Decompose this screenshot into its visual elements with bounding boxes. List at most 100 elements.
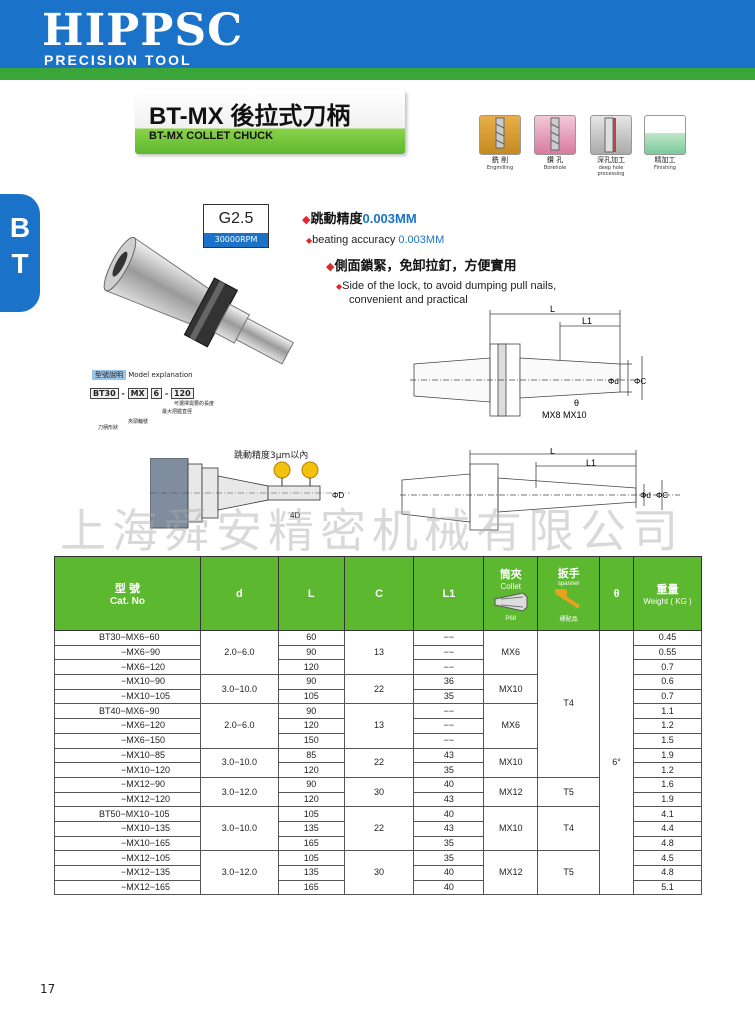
model-explanation-title: 型號說明 Model explanation — [92, 370, 193, 380]
feature-side-lock: ◆側面鎖緊，免卸拉釘，方便實用 — [326, 255, 516, 275]
page-subtitle: BT-MX COLLET CHUCK — [149, 130, 274, 142]
feature-side-lock-en-line2: convenient and practical — [349, 294, 468, 306]
feature-accuracy: ◆跳動精度0.003MM — [302, 208, 417, 228]
cell-cat: −MX10−120 — [54, 762, 201, 778]
header-cat-en: Cat. No — [109, 596, 145, 607]
cell-cat: −MX10−105 — [54, 688, 201, 705]
cell-collet: MX6 — [483, 703, 539, 749]
technical-drawing-bottom: L L1 Φd ΦC — [400, 448, 680, 531]
header-spanner-en: spanner — [557, 580, 580, 587]
collet-chuck-product-image — [103, 236, 295, 365]
cell-collet: MX10 — [483, 806, 539, 852]
header-weight-en: Weight ( KG ) — [643, 597, 692, 606]
dim-label-l: L — [550, 304, 555, 314]
cell-l1: 35 — [413, 850, 485, 866]
cell-cat: BT40−MX6−90 — [54, 703, 201, 720]
brand-subtitle: PRECISION TOOL — [44, 52, 192, 68]
process-finishing: 精加工 Finishing — [644, 115, 686, 171]
cell-d: 3.0−12.0 — [199, 850, 279, 896]
cell-l1: 35 — [413, 688, 485, 705]
cell-l1: −− — [413, 644, 485, 661]
cell-weight: 4.4 — [633, 820, 702, 837]
cell-cat: −MX10−135 — [54, 820, 201, 837]
cell-weight: 0.7 — [633, 659, 702, 676]
process-label-en: Engmilling — [486, 165, 514, 171]
header-collet: 筒夾 Collet P68 — [483, 556, 539, 631]
cell-l1: 36 — [413, 674, 485, 690]
process-deep-hole: 深孔加工 deep hole processing — [590, 115, 632, 177]
cell-cat: −MX10−165 — [54, 835, 201, 852]
cell-l: 135 — [277, 865, 345, 881]
process-label-en: deep hole processing — [597, 165, 625, 177]
cell-weight: 1.5 — [633, 732, 702, 749]
dim-label-d: Φd — [608, 377, 619, 386]
cell-d: 2.0−6.0 — [199, 703, 279, 749]
diamond-bullet-icon: ◆ — [336, 282, 343, 291]
model-title-cn: 型號說明 — [92, 370, 126, 380]
feature-side-lock-en: ◆Side of the lock, to avoid dumping pull… — [336, 276, 556, 294]
balance-grade-box: G2.5 30000RPM — [203, 204, 269, 248]
cell-cat: −MX10−85 — [54, 747, 201, 764]
feature-accuracy-en-text: beating accuracy — [312, 234, 399, 246]
header-d: d — [199, 556, 279, 631]
side-tab-letter-b: B — [9, 212, 31, 243]
cell-weight: 0.45 — [633, 630, 702, 646]
cell-cat: −MX12−90 — [54, 776, 201, 793]
cell-l1: −− — [413, 718, 485, 734]
cell-l1: 40 — [413, 865, 485, 881]
cell-cat: BT50−MX10−105 — [54, 806, 201, 822]
cell-weight: 1.6 — [633, 776, 702, 793]
model-code-collet: MX — [127, 388, 148, 399]
collet-icon — [494, 591, 528, 612]
cell-l: 120 — [277, 659, 345, 676]
header-l1: L1 — [413, 556, 485, 631]
title-banner: BT-MX 後拉式刀柄 BT-MX COLLET CHUCK — [135, 90, 405, 154]
cell-c: 22 — [343, 674, 415, 705]
side-tab-letter-t: T — [11, 248, 29, 279]
cell-cat: −MX6−120 — [54, 659, 201, 676]
model-note-shank: 刀柄形狀 — [98, 425, 119, 431]
cell-cat: −MX12−105 — [54, 850, 201, 866]
header-spanner: 扳手 spanner 標配品 — [537, 556, 601, 631]
cell-l1: −− — [413, 732, 485, 749]
model-note-max-diameter: 最大把握直徑 — [162, 409, 193, 415]
cell-collet: MX12 — [483, 850, 539, 896]
process-label-cn: 深孔加工 — [597, 156, 625, 164]
process-label-cn: 銑 削 — [491, 156, 509, 164]
feature-accuracy-en: ◆beating accuracy 0.003MM — [306, 230, 444, 248]
cell-cat: −MX12−165 — [54, 879, 201, 896]
borehole-icon — [534, 115, 576, 155]
model-code-length: 120 — [170, 388, 194, 399]
table-row: BT50−MX10−105 3.0−10.0 105 22 40 MX10 T4… — [54, 806, 702, 852]
header-cat-cn: 型 號 — [114, 583, 140, 595]
cell-weight: 4.8 — [633, 835, 702, 852]
model-code: BT30 - MX 6 - 120 — [90, 388, 194, 399]
table-row: −MX12−90 3.0−12.0 90 30 40 MX12 T5 1.6 — [54, 776, 702, 808]
cell-c: 22 — [343, 806, 415, 852]
cell-l1: 40 — [413, 879, 485, 896]
page-number: 17 — [40, 982, 56, 996]
model-code-shank: BT30 — [90, 388, 119, 399]
table-row: BT30−MX6−60 2.0−6.0 60 13 −− MX6 T4 6° 0… — [54, 629, 702, 896]
cell-c: 22 — [343, 747, 415, 778]
cell-l1: 43 — [413, 791, 485, 808]
cell-l: 135 — [277, 820, 345, 837]
cell-c: 13 — [343, 703, 415, 749]
cell-cat: BT30−MX6−60 — [54, 630, 201, 646]
cell-l: 90 — [277, 644, 345, 661]
cell-weight: 1.1 — [633, 703, 702, 720]
process-label-cn: 鑽 孔 — [546, 156, 564, 164]
cell-cat: −MX6−150 — [54, 732, 201, 749]
dim-label-c: ΦC — [656, 491, 668, 500]
cell-l1: 40 — [413, 776, 485, 793]
table-row: −MX6−120 120 −− 0.7 — [54, 659, 702, 676]
runout-test-drawing: 4D ΦD — [150, 458, 350, 529]
spanner-icon — [554, 588, 580, 609]
dim-label-theta: θ — [574, 398, 579, 408]
cell-l: 120 — [277, 762, 345, 778]
header-theta: θ — [599, 556, 635, 631]
header-weight-cn: 重量 — [656, 584, 679, 596]
model-code-diameter: 6 — [150, 388, 163, 399]
cell-l1: 35 — [413, 835, 485, 852]
